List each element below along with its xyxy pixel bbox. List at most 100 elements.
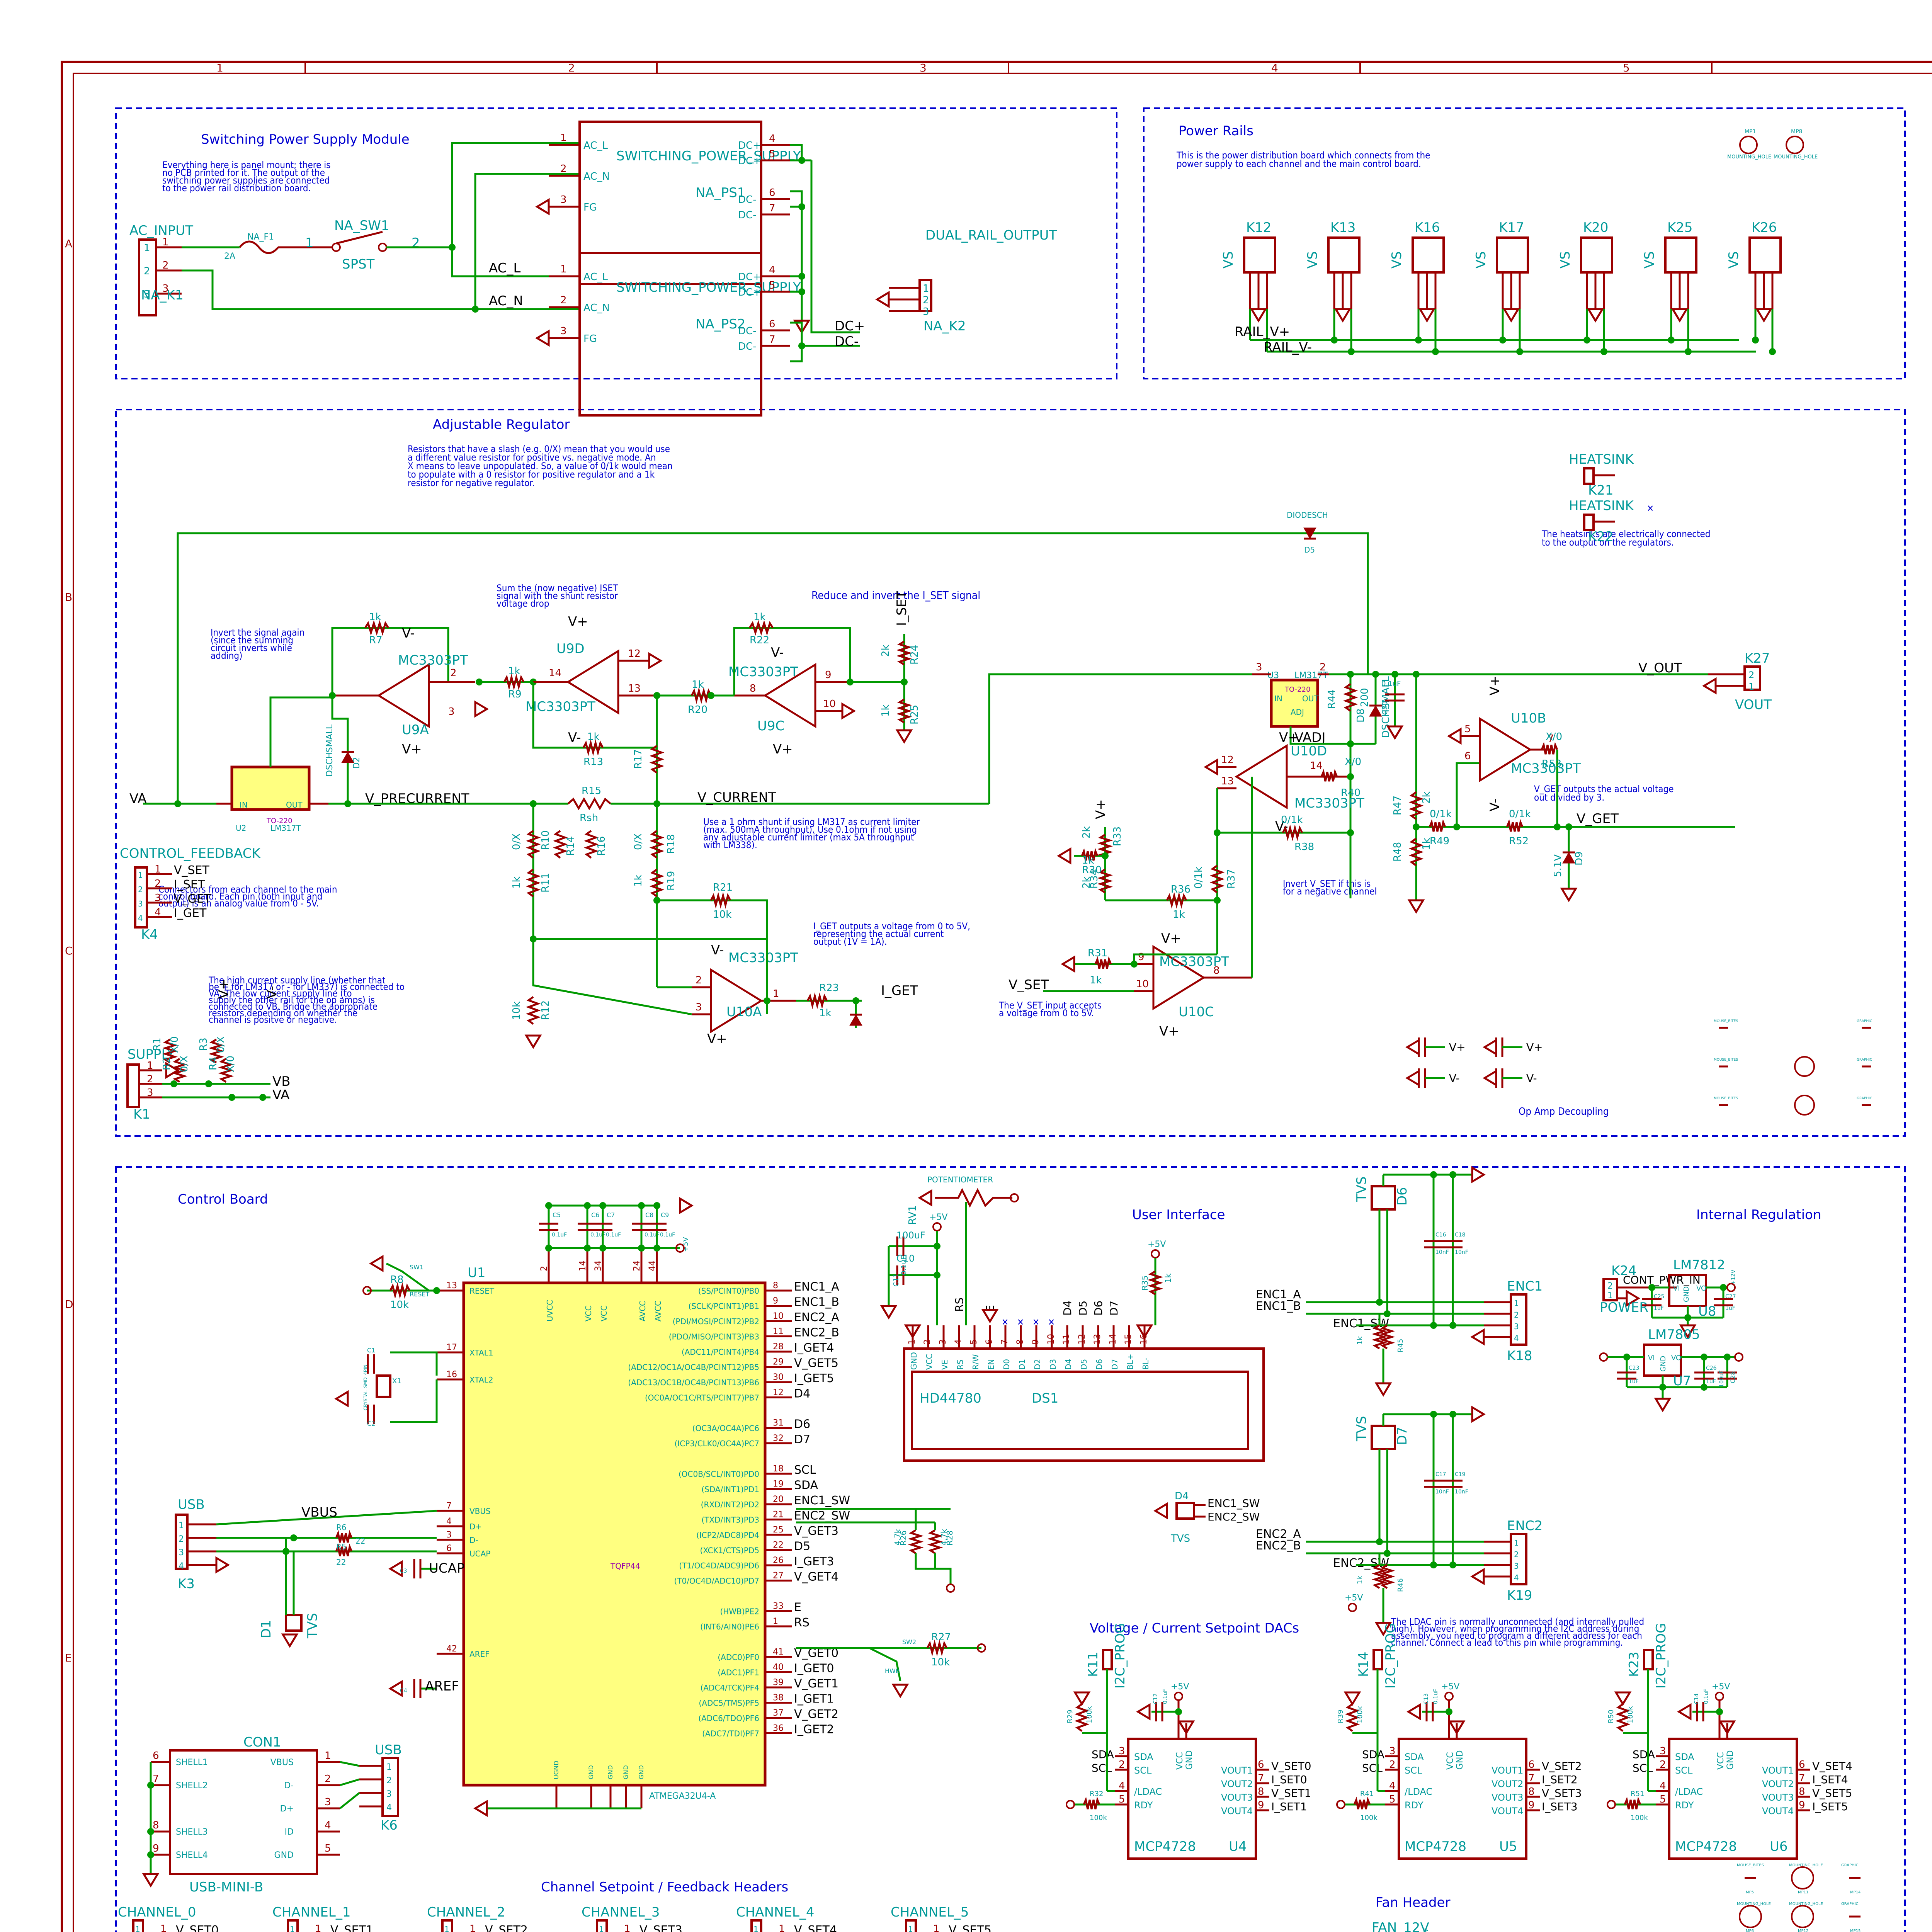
note-ldac-line: assembly, you need to program a differen… bbox=[1391, 1630, 1642, 1641]
cap-ref: C3 bbox=[400, 1568, 407, 1574]
junction-dot bbox=[147, 1782, 154, 1789]
pin-name: SDA bbox=[1134, 1752, 1153, 1762]
resistor-ref: R4 bbox=[207, 1057, 219, 1070]
resistor-ref: R7 bbox=[369, 634, 383, 646]
net-v-neg: V- bbox=[264, 986, 280, 999]
resistor-icon bbox=[389, 1282, 411, 1299]
mechanical-parts: MOUSE_BITESMP5MOUNTING_HOLEMP11GRAPHICMP… bbox=[1714, 1019, 1872, 1932]
psu-ref: NA_PS1 bbox=[696, 185, 745, 201]
pin-name: VOUT2 bbox=[1762, 1779, 1794, 1789]
resistor-value: 1k bbox=[1173, 909, 1185, 920]
channel-header-connector bbox=[905, 1919, 917, 1932]
usb-header-ref: K3 bbox=[178, 1576, 195, 1592]
ground-icon bbox=[1136, 1703, 1151, 1721]
diode-icon bbox=[1369, 705, 1382, 717]
pin-number: 2 bbox=[325, 1773, 331, 1785]
ground-icon bbox=[388, 1680, 403, 1697]
no-connect-icon: ✕ bbox=[1048, 1317, 1055, 1328]
feedback-net: I_SET bbox=[174, 878, 205, 891]
junction-dot bbox=[472, 306, 479, 313]
section-control-board bbox=[115, 1166, 1906, 1932]
resistor-value: 100k bbox=[1085, 1706, 1094, 1723]
note-supply-line: be + for LM317 or - for LM337) is connec… bbox=[209, 981, 405, 992]
pin-name: GND bbox=[638, 1765, 645, 1779]
heatsink-connector bbox=[1583, 467, 1595, 485]
note-invert-vset-line: for a negative channel bbox=[1283, 886, 1377, 897]
pin-name: SCL bbox=[1134, 1765, 1152, 1776]
tvs-d1-value: TVS bbox=[305, 1613, 320, 1639]
ground-icon bbox=[1405, 1038, 1420, 1056]
pin-name: DC+ bbox=[738, 287, 761, 298]
junction-dot bbox=[707, 692, 714, 699]
power-port-icon bbox=[1174, 1692, 1183, 1701]
junction-dot bbox=[147, 1851, 154, 1858]
pin-number: 3 bbox=[1389, 1745, 1396, 1757]
decoupling-net: V+ bbox=[1526, 1041, 1543, 1054]
pin-number: 4 bbox=[1514, 1573, 1519, 1582]
ac-input-label: AC_INPUT bbox=[129, 223, 193, 238]
net-v-out: V_OUT bbox=[1638, 660, 1682, 676]
pin-number: 1 bbox=[1748, 681, 1754, 692]
pin-number: 4 bbox=[138, 913, 143, 923]
ground-icon bbox=[1470, 1328, 1485, 1346]
pin-name: RS bbox=[956, 1359, 965, 1370]
pin-name: D- bbox=[284, 1781, 294, 1791]
pin-name: DC- bbox=[738, 209, 757, 221]
pin-number: 4 bbox=[386, 1803, 392, 1813]
mounting-hole-icon bbox=[1791, 1866, 1814, 1889]
pin-number: 1 bbox=[444, 1925, 449, 1932]
mcu-value: ATMEGA32U4-A bbox=[649, 1791, 716, 1801]
lcd-value: HD44780 bbox=[920, 1391, 981, 1406]
rail-connector bbox=[1243, 236, 1276, 274]
resistor-ref: R28 bbox=[945, 1531, 954, 1546]
pin-number: 13 bbox=[446, 1281, 457, 1291]
zone-labels: 112233445566AABBCCDDEEFF bbox=[65, 61, 1713, 1664]
junction-dot bbox=[584, 1245, 591, 1252]
resistor-icon bbox=[503, 673, 525, 690]
pin-number: 15 bbox=[1124, 1334, 1133, 1345]
mcu-net-label: V_GET1 bbox=[794, 1677, 838, 1690]
zone-row-label: A bbox=[65, 237, 72, 250]
zener-value: 5.1V bbox=[1552, 854, 1564, 877]
cap-ref: C4 bbox=[400, 1688, 407, 1694]
pin-number: 8 bbox=[773, 1281, 778, 1291]
pin-number: 5 bbox=[1660, 1794, 1666, 1805]
resistor-value: 1k bbox=[880, 704, 891, 717]
ground-icon bbox=[1654, 1398, 1672, 1412]
no-connect-icon: ✕ bbox=[1002, 1317, 1009, 1328]
feedback-net: I_GET bbox=[174, 906, 207, 920]
pin-name: XTAL1 bbox=[469, 1348, 493, 1357]
cap-ref: C13 bbox=[1423, 1693, 1429, 1704]
resistor-ref: R3 bbox=[198, 1037, 209, 1051]
resistor-icon bbox=[1209, 864, 1225, 894]
note-heatsink: The heatsinks are electrically connected… bbox=[1541, 529, 1711, 548]
mech-ref: MP14 bbox=[1850, 1890, 1861, 1895]
note-feedback-line: Connectors from each channel to the main bbox=[158, 884, 337, 895]
pin-number: 3 bbox=[138, 899, 143, 908]
resistor-icon bbox=[335, 1530, 353, 1543]
pin-name: (INT6/AIN0)PE6 bbox=[700, 1622, 759, 1631]
pin-name: RESET bbox=[469, 1286, 495, 1296]
resistor-ref: R13 bbox=[583, 756, 603, 768]
resistor-ref: R53 bbox=[1542, 758, 1561, 770]
channel-header-connector bbox=[441, 1919, 453, 1932]
pin-number: 1 bbox=[1514, 1538, 1519, 1548]
pin-number: 20 bbox=[773, 1495, 784, 1504]
junction-dot bbox=[1376, 1538, 1383, 1545]
pin-number: 11 bbox=[1062, 1334, 1071, 1345]
pin-number: 1 bbox=[144, 242, 150, 254]
note-rails-line: This is the power distribution board whi… bbox=[1176, 150, 1430, 161]
mech-value: MOUSE_BITES bbox=[1714, 1097, 1738, 1100]
pin-name: (ADC1)PF1 bbox=[718, 1668, 759, 1677]
pin-number: 37 bbox=[773, 1708, 784, 1718]
ground-icon bbox=[215, 1556, 230, 1574]
net-ac-l: AC_L bbox=[489, 260, 520, 276]
switch-label: HWB bbox=[885, 1667, 900, 1675]
mcu-net-label: D6 bbox=[794, 1418, 810, 1431]
i2c-prog-ref: K23 bbox=[1626, 1651, 1642, 1677]
diode-d8-ref: D8 bbox=[1355, 708, 1367, 723]
diode-icon bbox=[1562, 852, 1575, 864]
mech-ref: MP15 bbox=[1850, 1929, 1861, 1932]
tvs-value: TVS bbox=[1354, 1176, 1369, 1202]
